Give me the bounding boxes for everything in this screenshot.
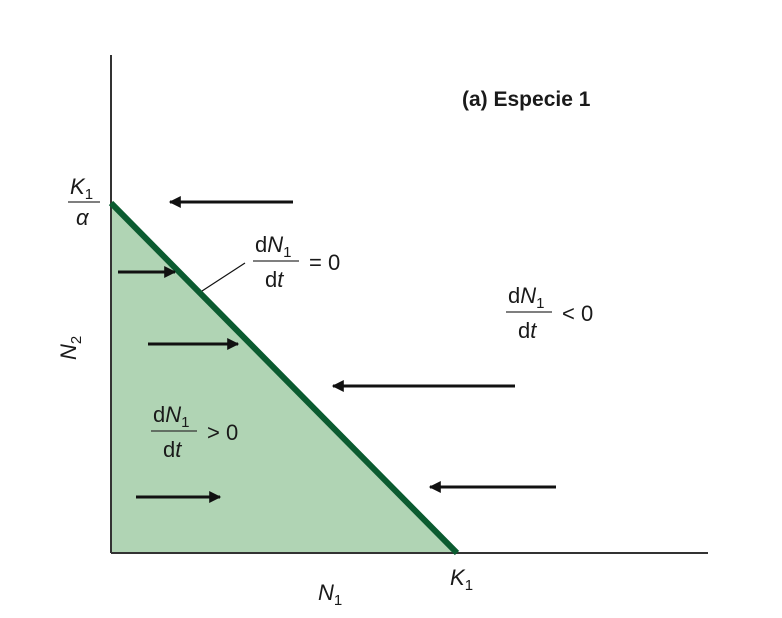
- relation-text: = 0: [309, 250, 340, 275]
- fraction-denominator: dt: [518, 318, 537, 343]
- fraction-denominator: dt: [163, 437, 182, 462]
- k-label: K1: [70, 174, 93, 203]
- negative-growth-label: dN1 dt < 0: [506, 283, 593, 343]
- positive-growth-label: dN1 dt > 0: [151, 402, 238, 462]
- diagram-title: (a) Especie 1: [462, 88, 591, 111]
- x-axis-label: N1: [318, 580, 342, 609]
- alpha-label: α: [76, 205, 90, 230]
- y-axis-label: N2: [56, 336, 85, 360]
- fraction-numerator: dN1: [153, 402, 189, 431]
- isocline-line: [108, 200, 460, 556]
- isocline-label-leader: [201, 262, 246, 292]
- relation-text: < 0: [562, 301, 593, 326]
- fraction-denominator: dt: [265, 267, 284, 292]
- fraction-numerator: dN1: [508, 283, 544, 312]
- fraction-numerator: dN1: [255, 232, 291, 261]
- relation-text: > 0: [207, 420, 238, 445]
- isocline-label: dN1 dt = 0: [253, 232, 340, 292]
- x-intercept-label: K1: [450, 565, 473, 594]
- y-intercept-label: K1 α: [68, 174, 100, 230]
- arrows-group: [118, 196, 556, 503]
